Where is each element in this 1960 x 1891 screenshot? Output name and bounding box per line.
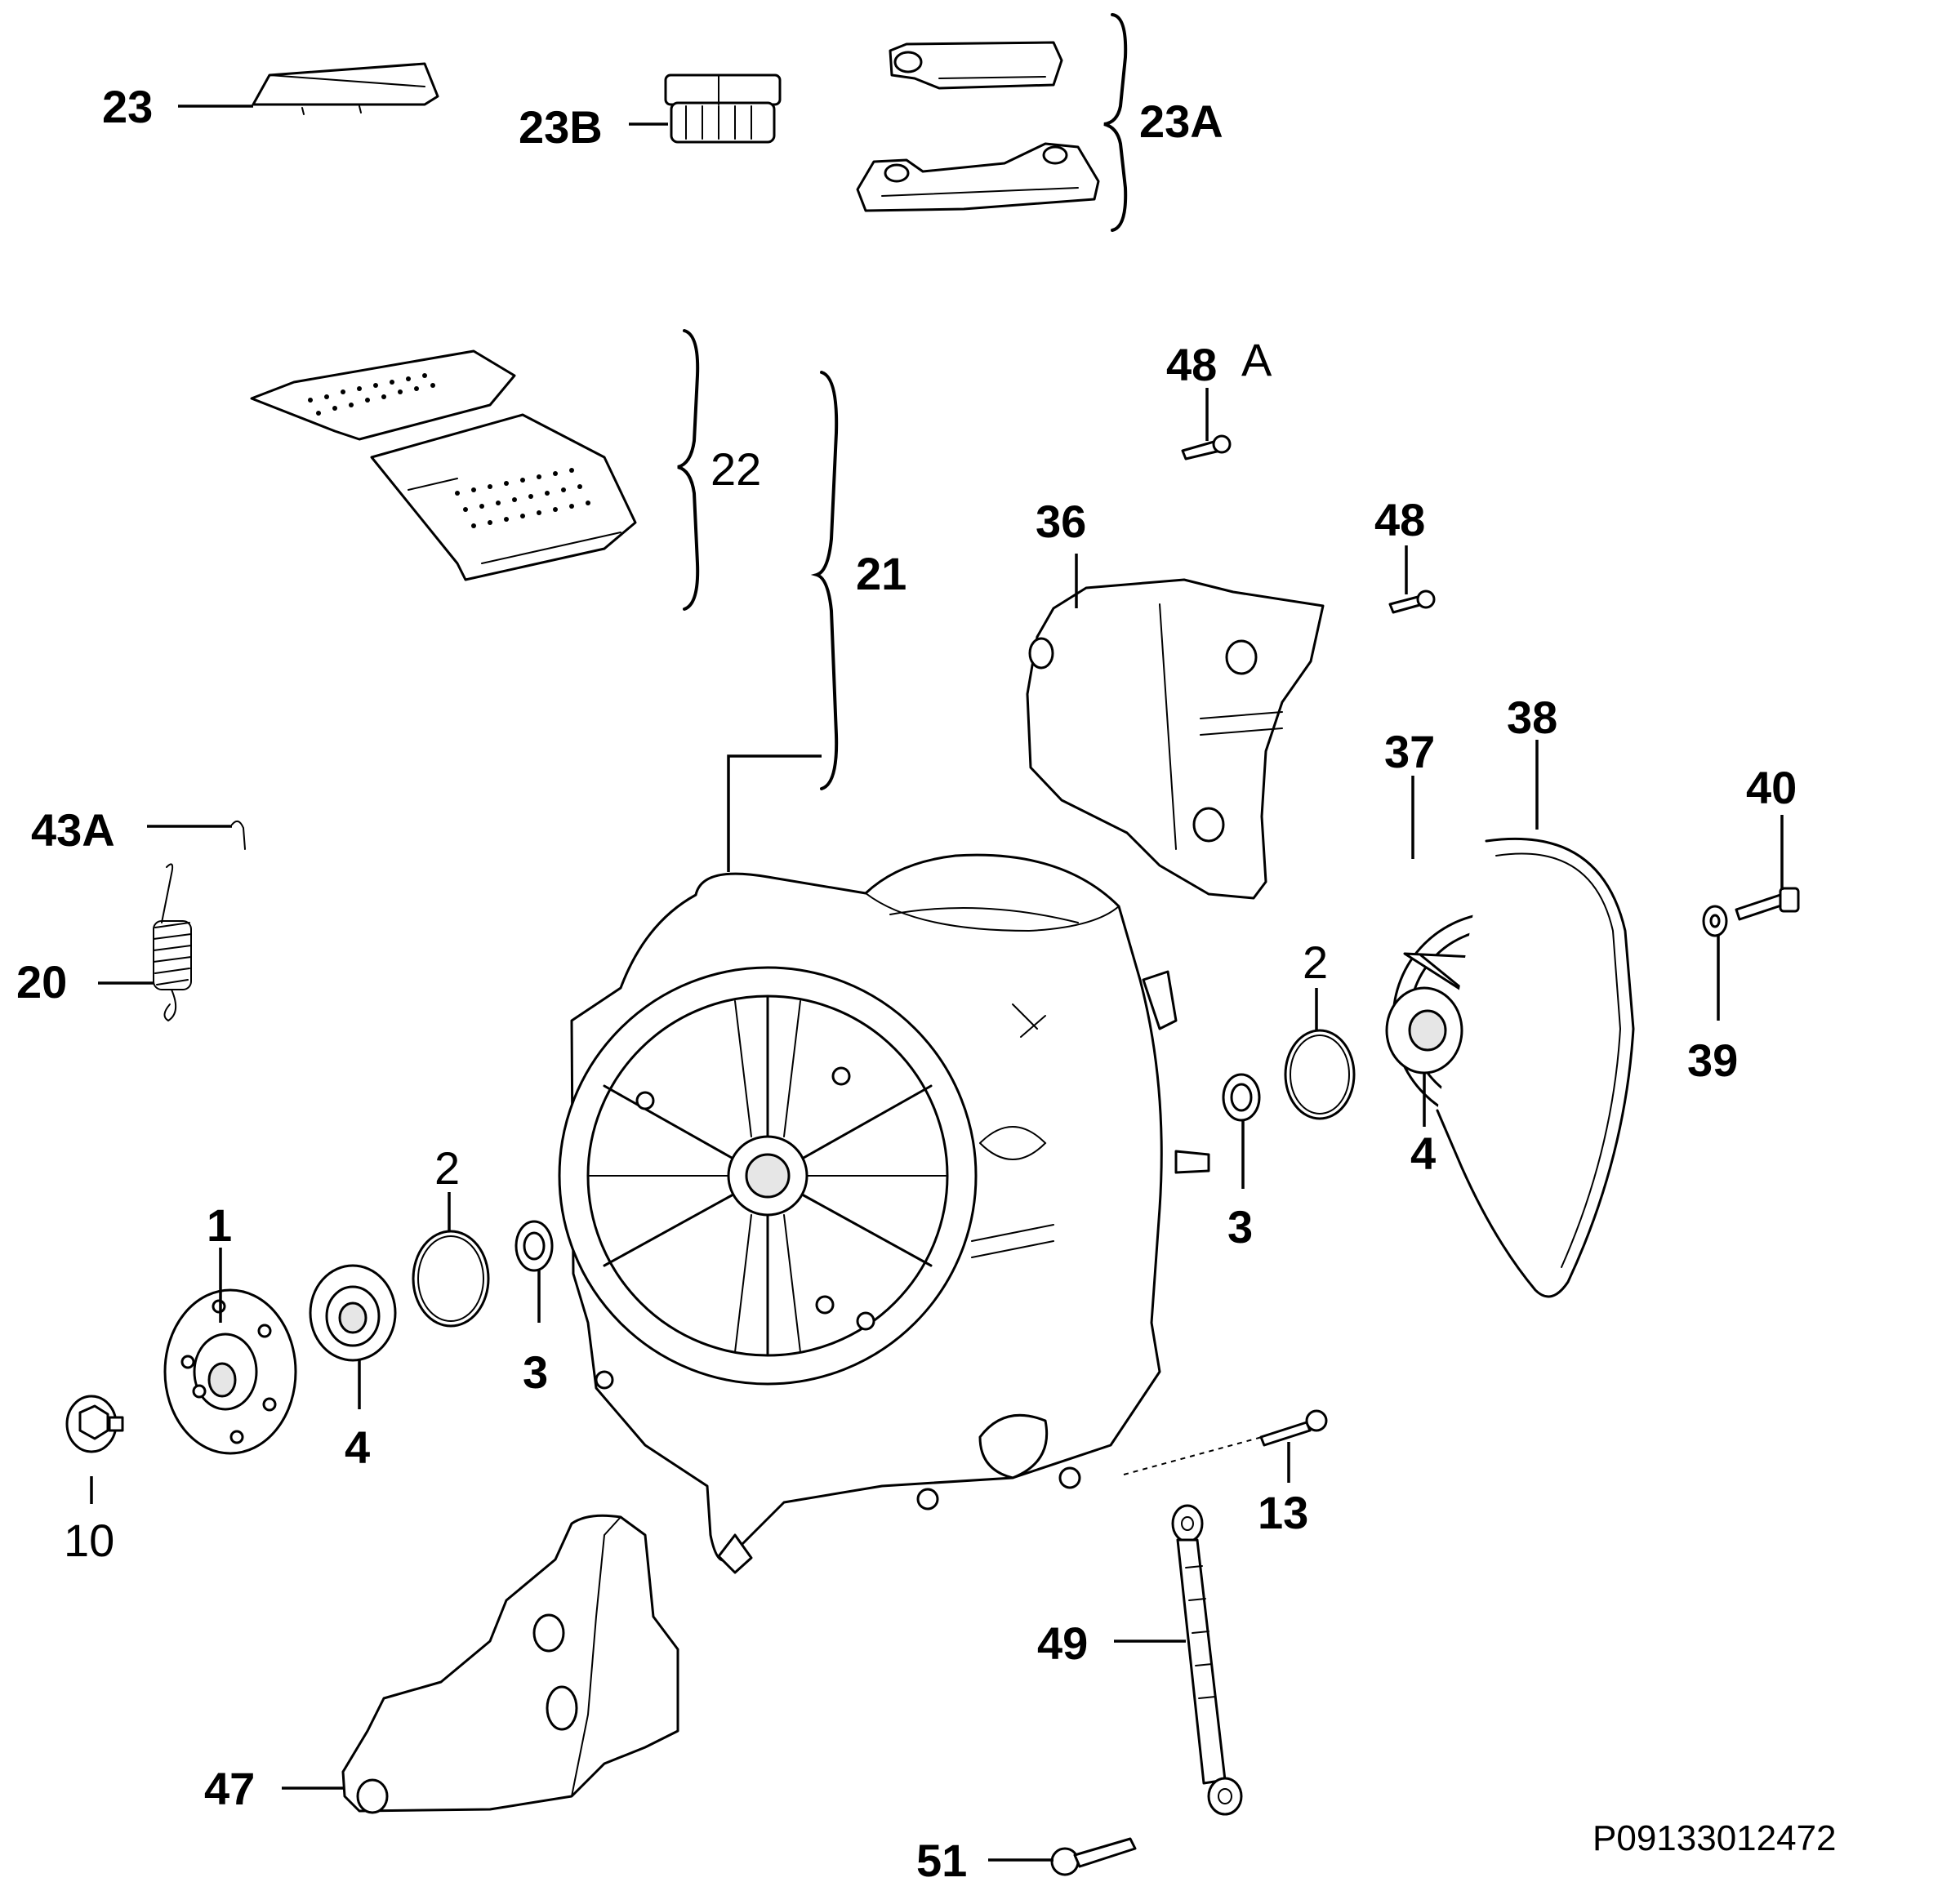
part-4-bearing-left[interactable] <box>309 1264 397 1362</box>
part-20-spring[interactable] <box>153 863 192 1022</box>
part-1-flange[interactable] <box>163 1288 297 1455</box>
brace-21 <box>810 371 839 790</box>
label-39: 39 <box>1687 1034 1738 1086</box>
part-39-washer[interactable] <box>1702 905 1728 937</box>
part-38-belt[interactable] <box>1436 837 1635 1298</box>
label-47: 47 <box>204 1763 255 1814</box>
diagram-code: P09133012472 <box>1592 1818 1837 1858</box>
label-2-right: 2 <box>1303 937 1328 988</box>
brace-23a <box>1103 13 1128 232</box>
part-23a-hinge[interactable] <box>856 41 1100 212</box>
label-10: 10 <box>64 1515 114 1566</box>
dash-13 <box>1123 1433 1275 1475</box>
label-40: 40 <box>1746 762 1797 813</box>
part-51-bolt[interactable] <box>1050 1837 1137 1876</box>
label-48a-num: 48 <box>1166 339 1217 390</box>
part-36-shield[interactable] <box>1026 578 1325 900</box>
label-38: 38 <box>1507 692 1557 743</box>
label-43a: 43A <box>31 804 115 856</box>
label-51: 51 <box>916 1835 967 1886</box>
part-21-tub[interactable] <box>558 853 1210 1574</box>
label-48a-letter: A <box>1241 334 1272 385</box>
label-23a: 23A <box>1139 96 1223 147</box>
part-40-bolt[interactable] <box>1735 887 1800 921</box>
label-37: 37 <box>1384 726 1435 777</box>
label-13: 13 <box>1258 1487 1308 1538</box>
label-1: 1 <box>207 1199 232 1251</box>
part-10-nut[interactable] <box>65 1395 124 1453</box>
label-21: 21 <box>856 548 906 599</box>
label-23: 23 <box>102 81 153 132</box>
label-20: 20 <box>16 956 67 1008</box>
label-2-left: 2 <box>434 1142 460 1194</box>
part-13-screw[interactable] <box>1259 1409 1328 1447</box>
label-23b: 23B <box>519 101 603 153</box>
leader-21 <box>727 754 822 872</box>
part-49-damper[interactable] <box>1171 1504 1243 1816</box>
label-4-left: 4 <box>345 1422 370 1473</box>
label-3-right: 3 <box>1227 1201 1253 1253</box>
part-22-filter[interactable] <box>250 349 637 581</box>
label-3-left: 3 <box>523 1346 548 1398</box>
label-22: 22 <box>710 443 761 495</box>
part-4-bearing-right[interactable] <box>1385 986 1463 1075</box>
part-2-oring-left[interactable] <box>412 1230 490 1328</box>
part-23-cover[interactable] <box>252 62 439 115</box>
part-47-cover[interactable] <box>341 1514 679 1814</box>
label-48: 48 <box>1374 494 1425 545</box>
part-48-screw[interactable] <box>1388 590 1436 614</box>
label-49: 49 <box>1037 1617 1088 1669</box>
part-23b-actuator[interactable] <box>664 73 782 144</box>
part-48a-screw[interactable] <box>1181 434 1232 461</box>
part-43a-hook[interactable] <box>231 820 246 850</box>
part-3-nut-left[interactable] <box>514 1220 554 1272</box>
part-3-nut-right[interactable] <box>1222 1073 1261 1122</box>
label-36: 36 <box>1036 496 1086 547</box>
brace-22 <box>677 329 700 611</box>
label-4-right: 4 <box>1410 1128 1436 1179</box>
part-2-oring-right[interactable] <box>1284 1029 1356 1120</box>
